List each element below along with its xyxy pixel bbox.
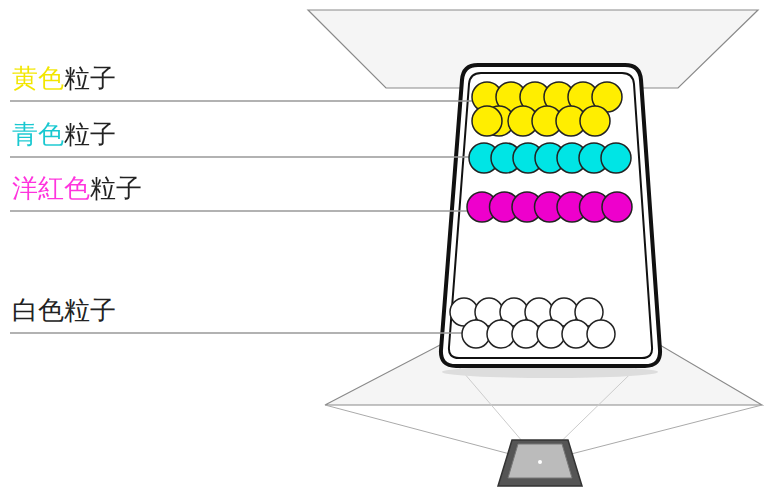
particle [602, 192, 632, 222]
particle-label: 白色粒子 [12, 296, 116, 325]
leader-line [10, 156, 525, 158]
projection-line [540, 405, 762, 462]
leader-line [10, 100, 525, 102]
particle-label: 黄色粒子 [12, 64, 116, 93]
particle-group [450, 82, 632, 348]
particle [512, 320, 540, 348]
leader-lines [10, 101, 525, 333]
cell-outer-wall [441, 65, 660, 366]
cell-inner-wall [449, 73, 652, 358]
particle-label: 洋紅色粒子 [12, 174, 142, 203]
particle [562, 320, 590, 348]
particle [580, 106, 610, 136]
leader-line [10, 332, 525, 334]
device-base [498, 440, 582, 486]
particle [587, 320, 615, 348]
particle [487, 320, 515, 348]
device-lens [538, 460, 542, 464]
particle-label: 青色粒子 [12, 120, 116, 149]
particle [462, 320, 490, 348]
particle [601, 143, 631, 173]
particle [472, 106, 502, 136]
particle [537, 320, 565, 348]
device-screen [508, 444, 572, 478]
leader-line [10, 210, 525, 212]
